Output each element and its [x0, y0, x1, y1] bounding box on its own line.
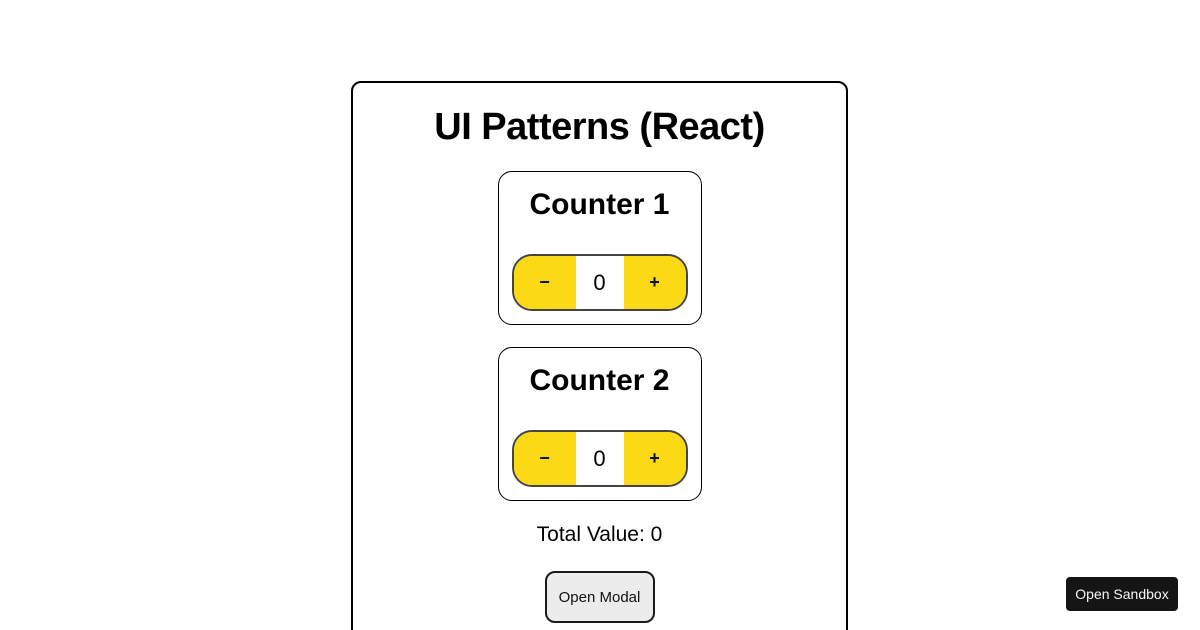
total-value-text: Total Value: 0 — [537, 523, 663, 547]
counter-card-1: Counter 1 − 0 + — [497, 171, 702, 325]
counter-1-decrement-button[interactable]: − — [513, 256, 576, 309]
counter-1-stepper: − 0 + — [511, 254, 688, 311]
counter-1-value: 0 — [575, 256, 624, 309]
counter-2-stepper: − 0 + — [511, 430, 688, 487]
counter-1-title: Counter 1 — [529, 188, 670, 221]
counter-2-value: 0 — [575, 432, 624, 485]
counter-2-decrement-button[interactable]: − — [513, 432, 576, 485]
total-value-label: Total Value: — [536, 523, 645, 546]
counter-1-increment-button[interactable]: + — [623, 256, 686, 309]
counter-2-increment-button[interactable]: + — [623, 432, 686, 485]
counter-2-title: Counter 2 — [529, 364, 670, 397]
page-title: UI Patterns (React) — [434, 106, 765, 148]
open-sandbox-button[interactable]: Open Sandbox — [1066, 577, 1178, 611]
counter-card-2: Counter 2 − 0 + — [497, 347, 702, 501]
total-value-number: 0 — [650, 523, 663, 546]
open-modal-button[interactable]: Open Modal — [544, 571, 655, 623]
ui-patterns-card: UI Patterns (React) Counter 1 − 0 + Coun… — [351, 81, 848, 630]
